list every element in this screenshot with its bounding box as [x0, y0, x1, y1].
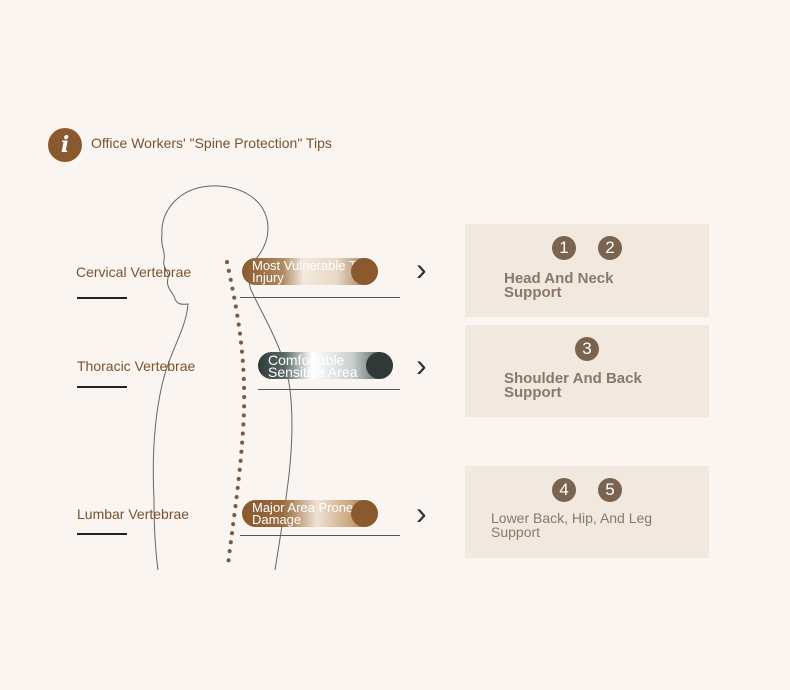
- pill-underline: [240, 535, 400, 536]
- number-badge: 5: [598, 478, 622, 502]
- support-card-lower-back[interactable]: 4 5 Lower Back, Hip, And Leg Support: [465, 466, 709, 558]
- support-card-shoulder-back[interactable]: 3 Shoulder And Back Support: [465, 325, 709, 417]
- vertebra-label-cervical: Cervical Vertebrae: [76, 264, 192, 280]
- label-underline: [77, 386, 127, 388]
- chevron-right-icon[interactable]: ›: [416, 495, 427, 531]
- pill-lumbar[interactable]: Major Area Prone To Damage: [242, 500, 378, 527]
- number-badge: 2: [598, 236, 622, 260]
- chevron-right-icon[interactable]: ›: [416, 251, 427, 287]
- pill-text: Major Area Prone To Damage: [252, 500, 371, 527]
- number-badge: 1: [552, 236, 576, 260]
- page-title: Office Workers' "Spine Protection" Tips: [91, 135, 332, 151]
- pill-dot: [351, 258, 378, 285]
- pill-underline: [240, 297, 400, 298]
- pill-text: Comfortable Sensitive Area: [268, 352, 358, 379]
- vertebra-label-thoracic: Thoracic Vertebrae: [77, 358, 196, 374]
- support-card-head-neck[interactable]: 1 2 Head And Neck Support: [465, 224, 709, 317]
- pill-dot: [351, 500, 378, 527]
- info-icon: i: [48, 128, 82, 162]
- card-text: Head And Neck Support: [504, 270, 614, 301]
- vertebra-label-lumbar: Lumbar Vertebrae: [77, 506, 190, 522]
- pill-text: Most Vulnerable To Injury: [252, 258, 363, 285]
- pill-cervical[interactable]: Most Vulnerable To Injury: [242, 258, 378, 285]
- card-text: Lower Back, Hip, And Leg Support: [491, 510, 653, 540]
- label-underline: [77, 297, 127, 299]
- chevron-right-icon[interactable]: ›: [416, 347, 427, 383]
- number-badge: 4: [552, 478, 576, 502]
- label-underline: [77, 533, 127, 535]
- card-text: Shoulder And Back Support: [504, 370, 642, 401]
- number-badge: 3: [575, 337, 599, 361]
- pill-underline: [258, 389, 400, 390]
- pill-thoracic[interactable]: Comfortable Sensitive Area: [258, 352, 393, 379]
- pill-dot: [366, 352, 393, 379]
